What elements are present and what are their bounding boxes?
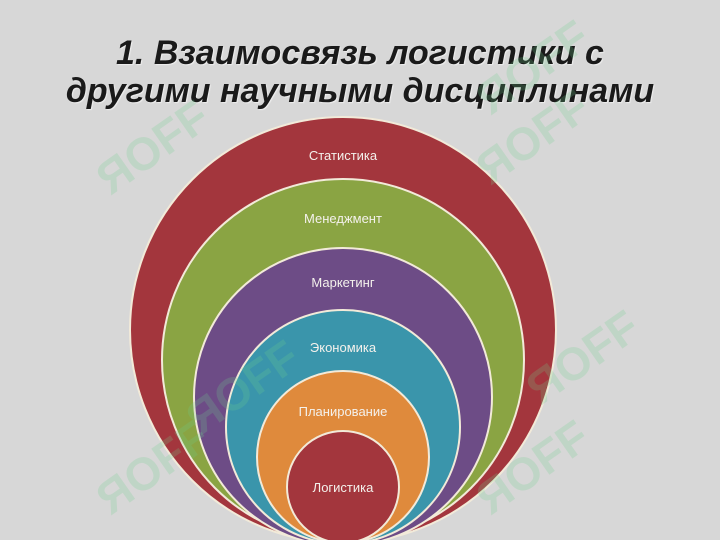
ring-economics-label: Экономика <box>310 340 377 355</box>
ring-planning-label: Планирование <box>299 404 388 419</box>
ring-statistics-label: Статистика <box>309 148 378 163</box>
ring-logistics-label: Логистика <box>313 480 374 495</box>
title-line-2: другими научными дисциплинами <box>65 72 655 110</box>
ring-logistics-shape <box>286 430 400 540</box>
ring-marketing-label: Маркетинг <box>311 275 374 290</box>
title-line-1: 1. Взаимосвязь логистики с <box>116 34 604 72</box>
ring-logistics: Логистика <box>286 430 400 540</box>
slide-title: 1. Взаимосвязь логистики с другими научн… <box>20 34 700 110</box>
ring-management-label: Менеджмент <box>304 211 382 226</box>
